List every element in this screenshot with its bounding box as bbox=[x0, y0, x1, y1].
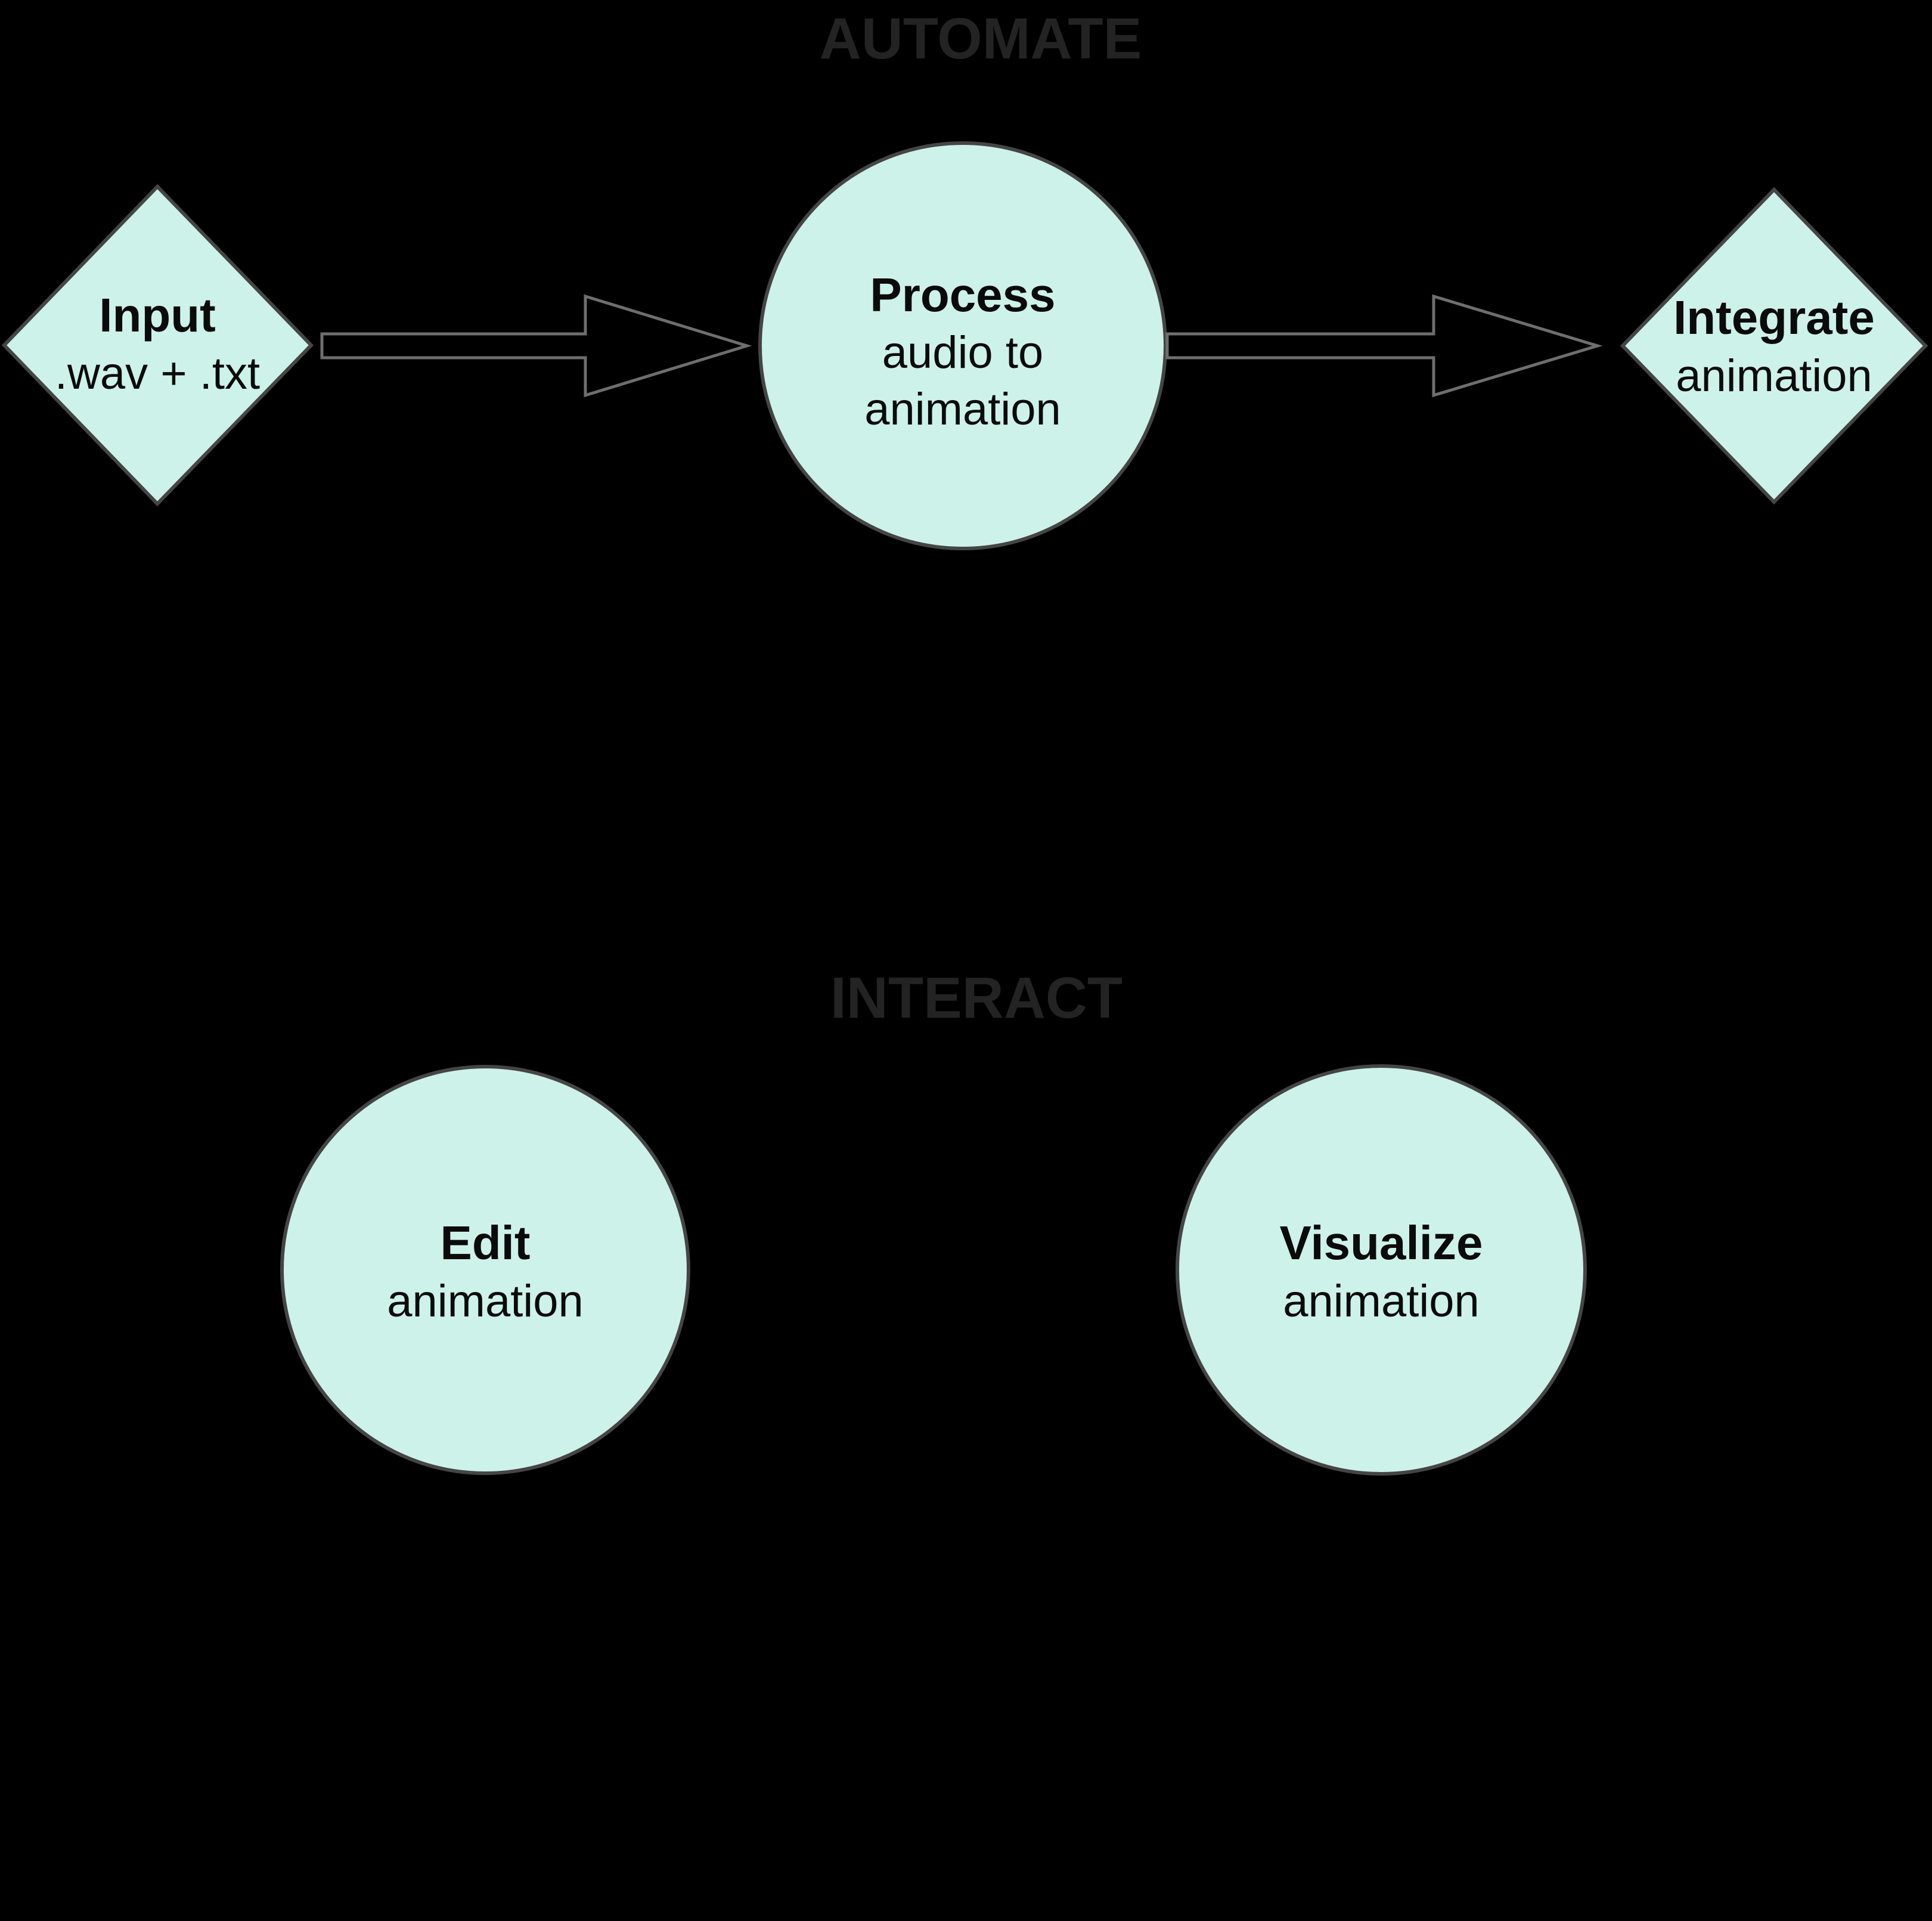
section-title-interact: INTERACT bbox=[830, 965, 1122, 1030]
node-edit: Edit animation bbox=[280, 1065, 690, 1475]
visualize-node-subtitle: animation bbox=[1283, 1276, 1480, 1327]
arrow-process-to-integrate bbox=[1165, 294, 1603, 398]
process-circle-shape bbox=[758, 141, 1167, 550]
process-node-line2: animation bbox=[864, 384, 1061, 435]
edit-node-subtitle: animation bbox=[387, 1276, 584, 1327]
process-node-title: Process bbox=[870, 268, 1055, 321]
input-node-subtitle: .wav + .txt bbox=[55, 348, 260, 399]
input-node-title: Input bbox=[99, 289, 215, 342]
node-visualize: Visualize animation bbox=[1176, 1064, 1587, 1476]
node-process: Process audio to animation bbox=[758, 141, 1167, 550]
integrate-node-subtitle: animation bbox=[1676, 351, 1872, 401]
visualize-node-title: Visualize bbox=[1280, 1216, 1483, 1269]
edit-node-title: Edit bbox=[440, 1216, 530, 1269]
integrate-node-title: Integrate bbox=[1673, 291, 1875, 344]
integrate-diamond-shape bbox=[1620, 187, 1928, 505]
visualize-circle-shape bbox=[1176, 1064, 1587, 1476]
process-node-line1: audio to bbox=[882, 327, 1043, 378]
node-integrate: Integrate animation bbox=[1620, 187, 1928, 505]
section-title-automate: AUTOMATE bbox=[820, 6, 1142, 71]
input-diamond-shape bbox=[1, 184, 314, 507]
arrow-input-to-process bbox=[320, 294, 752, 398]
node-input: Input .wav + .txt bbox=[1, 184, 314, 507]
edit-circle-shape bbox=[280, 1065, 690, 1475]
